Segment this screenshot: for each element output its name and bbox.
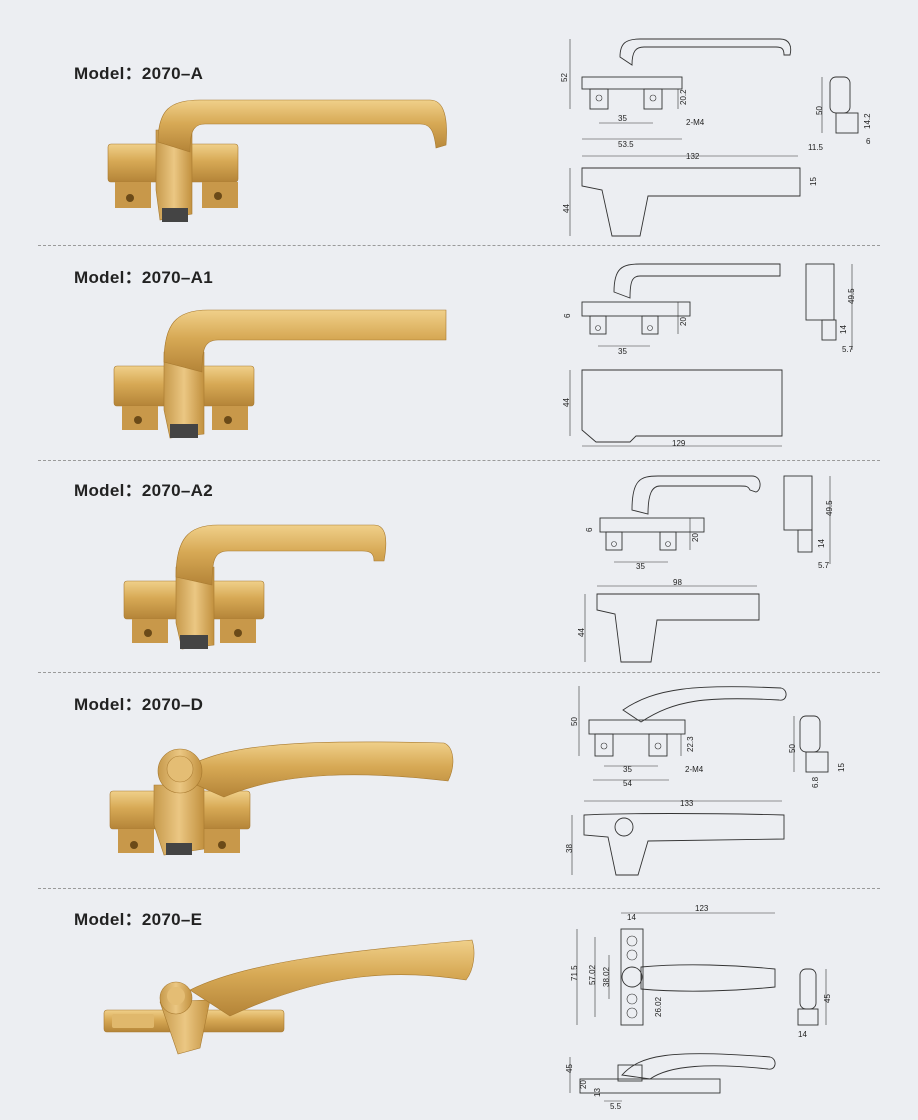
- model-title-2070-d: Model：2070–D: [74, 695, 204, 714]
- drawing-side-2070-e: 45 14: [797, 968, 832, 1039]
- svg-text:5.5: 5.5: [610, 1102, 622, 1111]
- svg-text:2-M4: 2-M4: [686, 118, 705, 127]
- svg-text:53.5: 53.5: [618, 140, 634, 149]
- drawing-front-2070-e: 45 20 13 5.5: [565, 1053, 776, 1111]
- svg-text:6: 6: [563, 313, 572, 318]
- svg-text:6: 6: [866, 137, 871, 146]
- drawing-top-2070-a1: 6 20 35: [563, 263, 781, 356]
- svg-text:44: 44: [562, 398, 571, 407]
- svg-text:57.02: 57.02: [588, 964, 597, 985]
- model-title-2070-a2: Model：2070–A2: [74, 481, 214, 500]
- svg-text:15: 15: [809, 177, 818, 186]
- section-divider: [38, 672, 880, 673]
- svg-text:5.7: 5.7: [818, 561, 830, 570]
- svg-text:35: 35: [623, 765, 632, 774]
- section-divider: [38, 460, 880, 461]
- svg-text:50: 50: [788, 744, 797, 753]
- svg-text:11.5: 11.5: [808, 143, 824, 152]
- svg-text:38: 38: [565, 844, 574, 853]
- svg-text:20.2: 20.2: [679, 89, 688, 105]
- svg-text:45: 45: [823, 994, 832, 1003]
- handle-photo-2070-a: [107, 99, 447, 222]
- svg-text:35: 35: [618, 347, 627, 356]
- svg-text:6: 6: [585, 527, 594, 532]
- svg-text:49.5: 49.5: [825, 500, 834, 516]
- svg-text:71.5: 71.5: [570, 965, 579, 981]
- section-divider: [38, 888, 880, 889]
- drawing-top-2070-e: 14 123 71.5 57.02 38.02 26.02: [570, 904, 776, 1026]
- svg-text:20: 20: [679, 317, 688, 326]
- drawing-top-2070-a2: 6 20 35: [585, 475, 761, 571]
- drawing-side-2070-a1: 49.5 14 5.7: [805, 263, 856, 354]
- handle-photo-2070-d: [109, 741, 454, 856]
- svg-text:5.7: 5.7: [842, 345, 854, 354]
- svg-text:14: 14: [839, 325, 848, 334]
- drawing-side-2070-a2: 49.5 14 5.7: [783, 475, 834, 570]
- svg-text:132: 132: [686, 152, 700, 161]
- drawing-side-2070-d: 50 6.8 15: [788, 715, 846, 788]
- svg-text:52: 52: [560, 73, 569, 82]
- drawing-side-2070-a: 50 14.2 11.5 6: [808, 76, 872, 152]
- svg-text:20: 20: [579, 1080, 588, 1089]
- svg-text:22.3: 22.3: [686, 736, 695, 752]
- svg-text:129: 129: [672, 439, 686, 448]
- svg-text:14.2: 14.2: [863, 113, 872, 129]
- svg-text:13: 13: [593, 1088, 602, 1097]
- svg-text:98: 98: [673, 578, 682, 587]
- handle-photo-2070-a2: [123, 524, 387, 650]
- svg-text:44: 44: [577, 628, 586, 637]
- drawing-top-2070-a: 52 20.2 35 53.5 2-M4: [560, 38, 792, 149]
- svg-text:35: 35: [618, 114, 627, 123]
- svg-text:14: 14: [817, 539, 826, 548]
- svg-text:38.02: 38.02: [602, 966, 611, 987]
- svg-text:2-M4: 2-M4: [685, 765, 704, 774]
- svg-text:14: 14: [627, 913, 636, 922]
- drawing-front-2070-a: 132 44 15: [562, 152, 818, 237]
- handle-photo-2070-a1: [113, 309, 447, 439]
- svg-text:44: 44: [562, 204, 571, 213]
- svg-text:15: 15: [837, 763, 846, 772]
- drawing-front-2070-a1: 44 129: [562, 369, 783, 448]
- drawing-top-2070-d: 50 22.3 35 54 2-M4: [570, 686, 787, 788]
- svg-text:26.02: 26.02: [654, 996, 663, 1017]
- model-title-2070-a1: Model：2070–A1: [74, 268, 214, 287]
- svg-text:133: 133: [680, 799, 694, 808]
- svg-text:50: 50: [815, 106, 824, 115]
- svg-text:6.8: 6.8: [811, 776, 820, 788]
- svg-text:50: 50: [570, 717, 579, 726]
- drawing-front-2070-a2: 98 44: [577, 578, 760, 663]
- model-title-2070-e: Model：2070–E: [74, 910, 203, 929]
- svg-text:45: 45: [565, 1064, 574, 1073]
- svg-text:54: 54: [623, 779, 632, 788]
- svg-text:123: 123: [695, 904, 709, 913]
- svg-text:35: 35: [636, 562, 645, 571]
- svg-text:20: 20: [691, 533, 700, 542]
- model-title-2070-a: Model：2070–A: [74, 64, 204, 83]
- svg-text:14: 14: [798, 1030, 807, 1039]
- handle-photo-2070-e: [103, 939, 475, 1055]
- drawing-front-2070-d: 133 38: [565, 799, 785, 876]
- section-divider: [38, 245, 880, 246]
- svg-text:49.5: 49.5: [847, 288, 856, 304]
